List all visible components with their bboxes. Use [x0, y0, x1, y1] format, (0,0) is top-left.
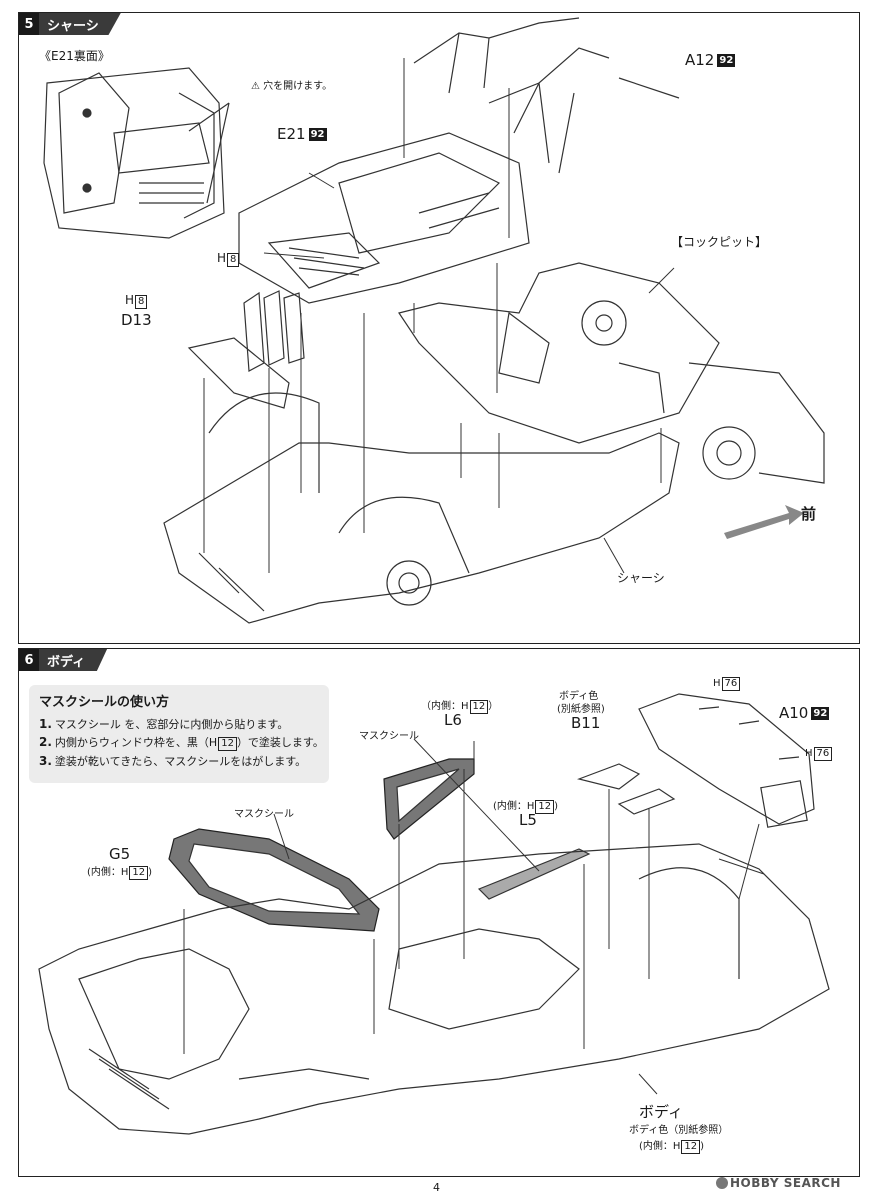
part-l6-label: L6 [444, 711, 462, 729]
instruction-1-number: 1. [39, 717, 52, 731]
l6-side-window-drawing [383, 758, 475, 840]
watermark-logo-icon [716, 1177, 728, 1189]
h76-a-prefix: H [713, 678, 721, 689]
mask-seal-label-2: マスクシール [234, 809, 294, 820]
instruction-2-text-post: ）で塗装します。 [236, 736, 324, 749]
step-5-title: シャーシ [39, 13, 121, 35]
h76-b-number: 76 [813, 747, 833, 761]
part-e21-color-code: 92 [308, 128, 327, 141]
body-inner-color-pre: (内側：H [639, 1141, 681, 1152]
b11-part-drawing [576, 763, 676, 815]
h8-a-number: 8 [227, 253, 240, 267]
l6-inner-color-post: ） [488, 701, 499, 712]
warning-icon: ⚠ [251, 81, 260, 92]
roll-cage-a12-drawing [413, 17, 680, 174]
h8-b-number: 8 [135, 295, 148, 309]
step-6-title: ボディ [39, 649, 108, 671]
instruction-line-3: 3.塗装が乾いてきたら、マスクシールをはがします。 [39, 753, 319, 769]
body-color-note: ボディ色（別紙参照） [629, 1125, 729, 1136]
h76-a-number: 76 [721, 677, 741, 691]
g5-inner-color-box: 12 [129, 866, 149, 880]
chassis-floor-drawing [163, 392, 680, 624]
body-label: ボディ [639, 1103, 683, 1121]
step-6-number: 6 [19, 649, 39, 671]
b11-body-color: ボディ色 [559, 691, 599, 702]
g5-inner-color-pre: (内側：H [87, 867, 129, 878]
g5-inner-color-post: ) [148, 867, 153, 878]
step-5-panel: 5 シャーシ [18, 12, 860, 644]
body-shell-drawing [38, 843, 830, 1135]
b11-see-sheet: (別紙参照) [557, 704, 605, 715]
e21-engine-cover-drawing [238, 132, 530, 304]
part-g5-label: G5 [109, 845, 131, 863]
instruction-1-text: マスクシール を、窓部分に内側から貼ります。 [54, 718, 289, 731]
chassis-label: シャーシ [617, 571, 665, 585]
part-a10-color-code: 92 [811, 707, 830, 720]
part-e21-label: E21 [277, 125, 306, 143]
part-a12-color-code: 92 [717, 54, 736, 67]
l6-inner-color-box: 12 [469, 700, 489, 714]
part-d13-label: D13 [121, 311, 152, 329]
h76-b-prefix: H [805, 748, 813, 759]
part-a12-label: A12 [685, 51, 715, 69]
chassis-assembly-illustration [43, 17, 825, 624]
front-direction-arrow [724, 505, 804, 539]
h8-b-prefix: H [125, 293, 135, 307]
watermark-text: HOBBY SEARCH [730, 1176, 841, 1190]
step-5-number: 5 [19, 13, 39, 35]
part-b11-label: B11 [571, 714, 601, 732]
mask-seal-instructions: マスクシールの使い方 1.マスクシール を、窓部分に内側から貼ります。 2.内側… [29, 685, 329, 783]
l5-part-drawing [477, 848, 591, 900]
instruction-3-number: 3. [39, 754, 52, 768]
l5-inner-color-box: 12 [535, 800, 555, 814]
instruction-line-1: 1.マスクシール を、窓部分に内側から貼ります。 [39, 716, 319, 732]
body-assembly-illustration [38, 693, 830, 1135]
instruction-2-number: 2. [39, 735, 52, 749]
instruction-2-text-pre: 内側からウィンドウ枠を、黒（H [54, 736, 218, 749]
l5-inner-color-pre: (内側：H [493, 801, 535, 812]
instructions-title: マスクシールの使い方 [39, 695, 170, 710]
body-inner-color-box: 12 [681, 1140, 701, 1154]
a10-rear-wing-drawing [638, 693, 815, 828]
body-inner-color-post: ) [700, 1141, 705, 1152]
instruction-2-color-box: 12 [218, 737, 237, 751]
e21-back-label: 《E21裏面》 [39, 49, 110, 63]
instruction-3-text: 塗装が乾いてきたら、マスクシールをはがします。 [54, 755, 307, 768]
part-l5-label: L5 [519, 811, 537, 829]
l5-inner-color-post: ) [554, 801, 559, 812]
step-6-panel: 6 ボディ マスクシールの使い方 1.マスクシール を、窓部分に内側から貼ります… [18, 648, 860, 1177]
g5-windshield-drawing [168, 828, 380, 932]
warning-text: 穴を開けます。 [263, 81, 333, 92]
part-a10-label: A10 [779, 704, 809, 722]
cockpit-drawing [398, 262, 825, 484]
d13-vent-drawing [187, 290, 305, 409]
mask-seal-label-1: マスクシール [359, 731, 419, 742]
h8-a-prefix: H [217, 251, 227, 265]
page-number: 4 [433, 1181, 440, 1194]
watermark: HOBBY SEARCH [716, 1176, 841, 1190]
step-6-header: 6 ボディ [19, 649, 108, 671]
front-label: 前 [801, 505, 817, 523]
e21-underside-diagram [43, 67, 230, 239]
step-5-header: 5 シャーシ [19, 13, 121, 35]
l6-inner-color-pre: （内側：H [421, 701, 469, 712]
cockpit-label: 【コックピット】 [671, 235, 768, 249]
drill-warning: ⚠ 穴を開けます。 [251, 77, 332, 92]
